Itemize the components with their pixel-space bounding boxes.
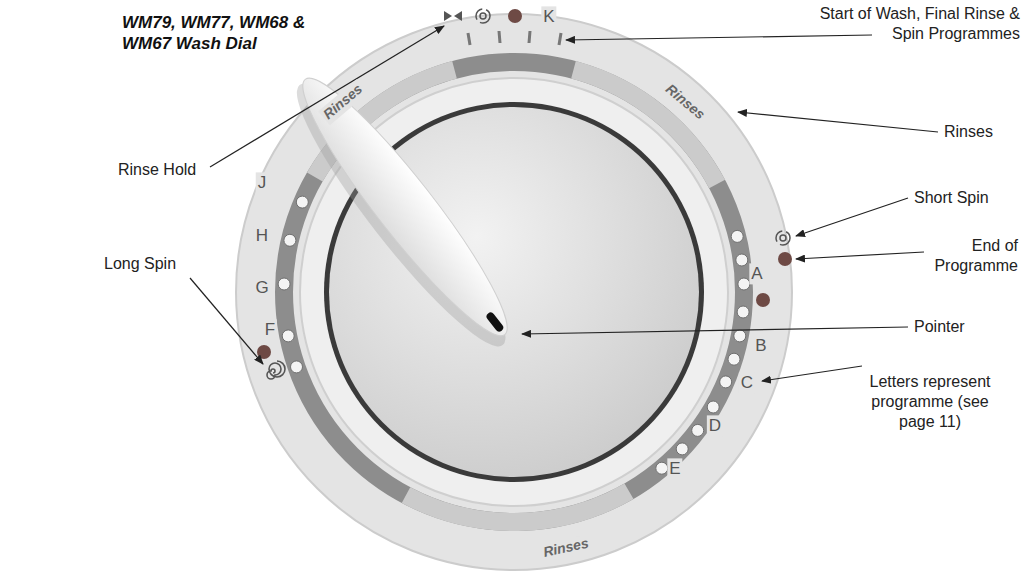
tick <box>499 31 500 43</box>
spin-arc <box>776 231 790 245</box>
knob-grip <box>275 62 531 363</box>
start-ticks <box>468 31 561 45</box>
end-dot <box>257 345 271 359</box>
short-spin-symbol <box>476 9 490 23</box>
tick <box>559 33 561 45</box>
programme-letter: J <box>256 172 269 193</box>
track-dot <box>291 361 303 373</box>
programme-letter: E <box>667 458 682 479</box>
programme-letter: F <box>263 319 277 340</box>
programme-letter: G <box>253 277 270 298</box>
track-dot <box>728 353 740 365</box>
programme-letter: D <box>707 415 723 436</box>
leader-line <box>190 278 263 364</box>
grip-oval <box>283 62 527 352</box>
track-dot <box>278 278 290 290</box>
callout-label: Pointer <box>914 317 965 337</box>
end-dot <box>756 293 770 307</box>
track-dot <box>707 401 719 413</box>
leader-line <box>566 35 872 40</box>
callout-label: End of Programme <box>918 236 1018 276</box>
spin-arc <box>480 13 486 19</box>
track-dot <box>734 330 746 342</box>
dial-title: WM79, WM77, WM68 & WM67 Wash Dial <box>122 12 332 55</box>
long-spin-symbol <box>267 361 285 379</box>
rinse-hold-triangle <box>454 11 462 21</box>
track-dot <box>720 376 732 388</box>
dial-face <box>236 14 792 570</box>
programme-track <box>284 62 744 522</box>
track-dot <box>736 254 748 266</box>
programme-letter: K <box>541 6 556 27</box>
spin-arc <box>476 9 490 23</box>
track-dot <box>676 443 688 455</box>
leader-line <box>796 198 908 236</box>
track-dot <box>296 196 308 208</box>
callout-label: Rinse Hold <box>118 160 196 180</box>
leader-line <box>762 366 862 381</box>
track-dot <box>282 330 294 342</box>
spin-arc <box>780 235 786 241</box>
callout-label: Rinses <box>944 122 993 142</box>
track-dot <box>731 230 743 242</box>
programme-letter: A <box>749 263 764 284</box>
programme-letter: H <box>254 225 270 246</box>
track-dot <box>738 278 750 290</box>
leader-line <box>738 112 938 132</box>
rinse-hold-symbol <box>444 11 462 21</box>
callout-label: Start of Wash, Final Rinse & Spin Progra… <box>805 4 1020 44</box>
track-dot <box>692 424 704 436</box>
track-dot <box>737 306 749 318</box>
end-dot <box>778 252 792 266</box>
callout-label: Letters represent programme (see page 11… <box>855 372 1005 432</box>
leader-line <box>522 327 908 334</box>
callout-label: Long Spin <box>104 254 176 274</box>
tick <box>529 31 530 43</box>
pointer-mark <box>485 311 505 333</box>
end-dot <box>508 9 522 23</box>
leader-lines <box>190 26 938 381</box>
tick <box>468 33 470 45</box>
programme-letter: C <box>739 372 755 393</box>
rinse-hold-triangle <box>444 11 452 21</box>
short-spin-symbol <box>776 231 790 245</box>
track-dot <box>656 462 668 474</box>
callout-label: Short Spin <box>914 188 989 208</box>
track-dot <box>284 234 296 246</box>
programme-letter: B <box>753 335 768 356</box>
leader-line <box>796 252 924 259</box>
